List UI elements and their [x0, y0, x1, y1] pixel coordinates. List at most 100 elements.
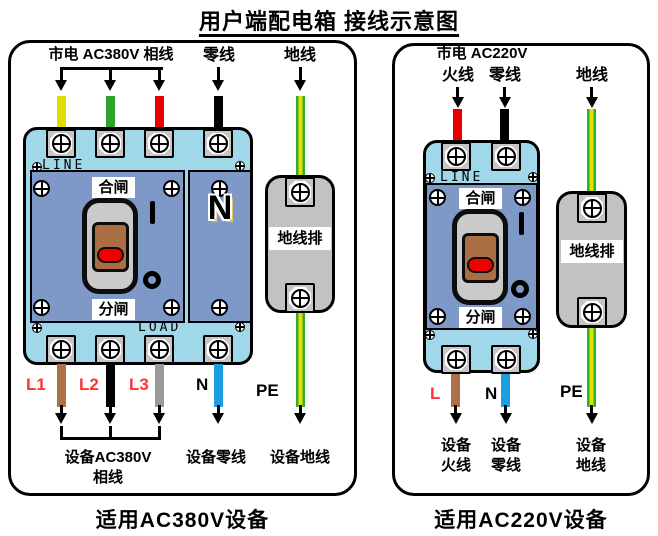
screw-icon	[514, 308, 531, 325]
arrow-down-icon	[294, 80, 306, 91]
screw-icon	[163, 299, 180, 316]
out-wire-blue	[501, 374, 510, 407]
earth-wire	[587, 328, 596, 407]
out-wire-blue	[214, 364, 223, 407]
screw-icon	[32, 323, 42, 333]
l2-label: L2	[79, 375, 99, 394]
close-label: 合闸	[92, 177, 135, 198]
open-label: 分闸	[92, 299, 135, 320]
screw-icon	[100, 340, 120, 359]
load-side-label: LOAD	[138, 320, 182, 335]
equip-neutral-label-line1: 设备	[490, 437, 521, 454]
screw-icon	[429, 189, 446, 206]
screw-icon	[100, 134, 120, 153]
arrow-down-icon	[450, 413, 462, 424]
screw-icon	[446, 147, 466, 166]
equip-live-label-line1: 设备	[440, 437, 471, 454]
arrow-down-icon	[499, 97, 511, 108]
equip-live-label-line2: 火线	[440, 457, 471, 474]
mains-phase-label: 市电 AC380V 相线	[48, 46, 174, 63]
screw-icon	[211, 180, 228, 197]
arrow-down-icon	[586, 97, 598, 108]
phase-out-bracket-line	[60, 437, 161, 440]
phase-out-bracket-stub	[158, 426, 161, 440]
arrow-stem	[60, 405, 63, 414]
arrow-stem	[217, 405, 220, 414]
screw-icon	[528, 172, 538, 182]
earth-bar-label: 地线排	[269, 227, 331, 250]
load-terminal	[491, 345, 521, 374]
screw-icon	[582, 302, 602, 322]
line-terminal	[491, 142, 521, 171]
screw-icon	[514, 189, 531, 206]
n-label: N	[485, 384, 498, 403]
arrow-stem	[590, 87, 593, 98]
switch-handle	[92, 222, 129, 272]
equip-earth-label: 设备地线	[269, 449, 330, 466]
screw-icon	[496, 147, 516, 166]
live-label: 火线	[441, 67, 474, 84]
screw-icon	[496, 350, 516, 369]
arrow-stem	[299, 405, 302, 414]
screw-icon	[211, 299, 228, 316]
arrow-down-icon	[452, 97, 464, 108]
phase-wire-red	[155, 96, 164, 133]
screw-icon	[33, 299, 50, 316]
screw-icon	[33, 180, 50, 197]
equip-neutral-label: 设备零线	[185, 449, 246, 466]
phase-bracket-stub	[109, 67, 112, 80]
live-wire-red	[453, 109, 462, 142]
on-mark-icon	[519, 212, 524, 235]
out-wire-brown	[451, 374, 460, 407]
screw-icon	[149, 134, 169, 153]
arrow-down-icon	[212, 413, 224, 424]
arrow-stem	[158, 405, 161, 414]
phase-wire-yellow	[57, 96, 66, 133]
screw-icon	[290, 288, 310, 308]
arrow-stem	[454, 405, 457, 414]
equip-phase-label-line2: 相线	[92, 469, 123, 486]
load-terminal	[95, 335, 125, 364]
load-terminal	[203, 335, 233, 364]
screw-icon	[149, 340, 169, 359]
line-terminal	[441, 142, 471, 171]
screw-icon	[163, 180, 180, 197]
load-terminal	[441, 345, 471, 374]
l1-label: L1	[26, 375, 46, 394]
arrow-down-icon	[500, 413, 512, 424]
equip-neutral-label-line2: 零线	[490, 457, 521, 474]
phase-wire-green	[106, 96, 115, 133]
earth-arrow-stem	[299, 67, 302, 80]
arrow-down-icon	[55, 413, 67, 424]
load-terminal	[46, 335, 76, 364]
arrow-down-icon	[294, 413, 306, 424]
arrow-stem	[109, 405, 112, 414]
line-terminal	[95, 129, 125, 158]
ac220v-caption: 适用AC220V设备	[434, 509, 608, 532]
earth-bar-terminal	[285, 283, 315, 313]
line-terminal	[144, 129, 174, 158]
earth-bar-label: 地线排	[561, 240, 623, 263]
screw-icon	[429, 308, 446, 325]
screw-icon	[425, 173, 435, 183]
off-mark-icon	[511, 280, 529, 298]
line-terminal	[46, 129, 76, 158]
neutral-wire-black	[500, 109, 509, 142]
phase-out-bracket-stub	[60, 426, 63, 440]
out-wire-gray	[155, 364, 164, 407]
neutral-label: 零线	[202, 47, 235, 64]
mains-label: 市电 AC220V	[436, 45, 528, 62]
screw-icon	[51, 340, 71, 359]
phase-bracket-stub	[60, 67, 63, 80]
screw-icon	[208, 340, 228, 359]
screw-icon	[290, 182, 310, 202]
earth-bar-terminal	[285, 177, 315, 207]
screw-icon	[582, 198, 602, 218]
screw-icon	[208, 134, 228, 153]
neutral-wire-black	[214, 96, 223, 133]
earth-label: 地线	[575, 67, 608, 84]
earth-wire	[296, 313, 305, 407]
arrow-down-icon	[153, 413, 165, 424]
arrow-down-icon	[212, 80, 224, 91]
